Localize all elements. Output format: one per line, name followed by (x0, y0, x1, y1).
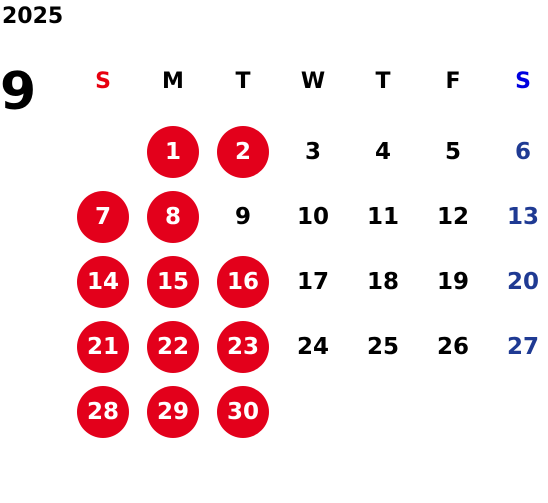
calendar-cell: 28 (68, 379, 138, 444)
calendar-cell: 5 (418, 119, 488, 184)
holiday-day-7[interactable]: 7 (77, 190, 129, 243)
calendar-cell: 9 (208, 184, 278, 249)
weekday-sun: S (95, 69, 111, 94)
weekday-wed: W (300, 69, 326, 94)
year-label: 2025 (2, 4, 64, 29)
calendar-cell: 27 (488, 314, 548, 379)
calendar-cell: 11 (348, 184, 418, 249)
calendar-cell: 22 (138, 314, 208, 379)
day-18[interactable]: 18 (366, 268, 399, 295)
holiday-day-29[interactable]: 29 (147, 385, 199, 438)
month-number: 9 (0, 62, 37, 122)
day-25[interactable]: 25 (366, 333, 399, 360)
day-13[interactable]: 13 (506, 203, 539, 230)
calendar-cell: 12 (418, 184, 488, 249)
day-17[interactable]: 17 (296, 268, 329, 295)
calendar-cell (348, 379, 418, 444)
day-11[interactable]: 11 (366, 203, 399, 230)
calendar-cell: 23 (208, 314, 278, 379)
calendar-cell: 18 (348, 249, 418, 314)
calendar-cell: 26 (418, 314, 488, 379)
holiday-day-14[interactable]: 14 (77, 255, 129, 308)
day-9[interactable]: 9 (234, 203, 251, 230)
calendar-cell: 7 (68, 184, 138, 249)
calendar-cell: 29 (138, 379, 208, 444)
day-26[interactable]: 26 (436, 333, 469, 360)
calendar-cell: 16 (208, 249, 278, 314)
calendar-cell: 13 (488, 184, 548, 249)
day-19[interactable]: 19 (436, 268, 469, 295)
calendar-cell: 24 (278, 314, 348, 379)
calendar-cell: 6 (488, 119, 548, 184)
calendar-cell: 10 (278, 184, 348, 249)
calendar-cell (488, 379, 548, 444)
weekday-fri: F (445, 69, 461, 94)
calendar-cell (68, 119, 138, 184)
holiday-day-28[interactable]: 28 (77, 385, 129, 438)
calendar-cell (418, 379, 488, 444)
holiday-day-2[interactable]: 2 (217, 125, 269, 178)
weekday-tue: T (235, 69, 251, 94)
weekday-sat: S (515, 69, 531, 94)
day-4[interactable]: 4 (374, 138, 391, 165)
holiday-day-30[interactable]: 30 (217, 385, 269, 438)
calendar-cell: 8 (138, 184, 208, 249)
day-6[interactable]: 6 (514, 138, 531, 165)
holiday-day-16[interactable]: 16 (217, 255, 269, 308)
calendar-cell: 21 (68, 314, 138, 379)
calendar-cell: 4 (348, 119, 418, 184)
holiday-day-8[interactable]: 8 (147, 190, 199, 243)
day-20[interactable]: 20 (506, 268, 539, 295)
holiday-day-22[interactable]: 22 (147, 320, 199, 373)
calendar-cell: 14 (68, 249, 138, 314)
holiday-day-21[interactable]: 21 (77, 320, 129, 373)
holiday-day-1[interactable]: 1 (147, 125, 199, 178)
calendar-cell: 1 (138, 119, 208, 184)
weekday-thu: T (375, 69, 391, 94)
holiday-day-23[interactable]: 23 (217, 320, 269, 373)
calendar-cell: 20 (488, 249, 548, 314)
calendar-cell: 2 (208, 119, 278, 184)
calendar-cell: 19 (418, 249, 488, 314)
calendar-cell (278, 379, 348, 444)
weekday-mon: M (162, 69, 184, 94)
calendar-cell: 3 (278, 119, 348, 184)
day-10[interactable]: 10 (296, 203, 329, 230)
calendar-cell: 15 (138, 249, 208, 314)
day-12[interactable]: 12 (436, 203, 469, 230)
calendar-cell: 17 (278, 249, 348, 314)
calendar-cell: 30 (208, 379, 278, 444)
day-24[interactable]: 24 (296, 333, 329, 360)
day-27[interactable]: 27 (506, 333, 539, 360)
holiday-day-15[interactable]: 15 (147, 255, 199, 308)
day-3[interactable]: 3 (304, 138, 321, 165)
calendar-cell: 25 (348, 314, 418, 379)
day-5[interactable]: 5 (444, 138, 461, 165)
